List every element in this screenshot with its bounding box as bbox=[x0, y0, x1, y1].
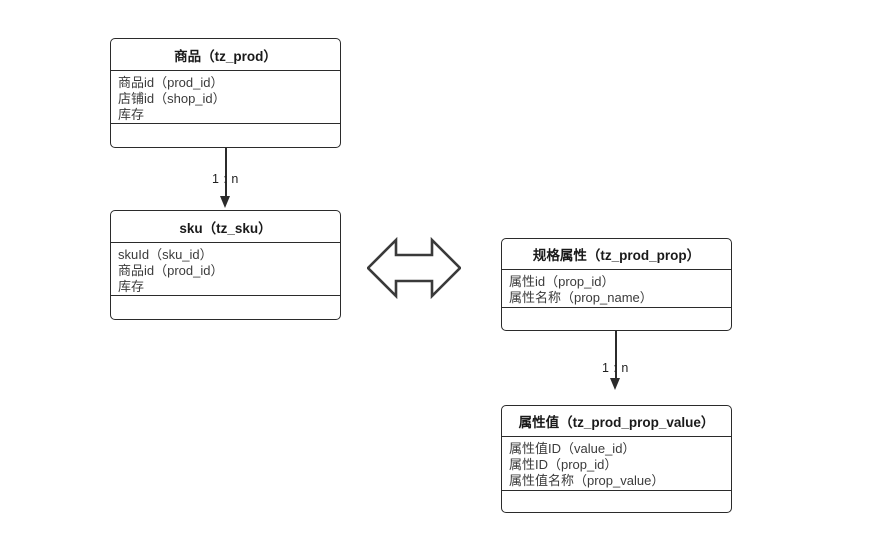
entity-attribute: 属性值ID（value_id） bbox=[509, 441, 636, 456]
relation-label-prop-to-propvalue: 1 : n bbox=[602, 361, 629, 375]
entity-attribute: skuId（sku_id） bbox=[118, 247, 213, 262]
entity-footer-tz-prod-prop bbox=[502, 308, 731, 330]
entity-attribute: 店铺id（shop_id） bbox=[118, 91, 226, 107]
entity-attribute: 属性ID（prop_id） bbox=[509, 457, 618, 473]
entity-title-tz-prod-prop-value: 属性值（tz_prod_prop_value） bbox=[502, 406, 731, 437]
entity-attributes-tz-prod-prop-value: 属性值ID（value_id） 属性ID（prop_id） 属性值名称（prop… bbox=[502, 437, 731, 491]
entity-attribute: 库存 bbox=[118, 107, 145, 123]
entity-title-tz-prod-prop: 规格属性（tz_prod_prop） bbox=[502, 239, 731, 270]
entity-attribute: 属性值名称（prop_value） bbox=[509, 473, 665, 489]
entity-box-tz-prod[interactable]: 商品（tz_prod） 商品id（prod_id） 店铺id（shop_id） … bbox=[110, 38, 341, 148]
entity-attribute: 属性id（prop_id） bbox=[509, 274, 615, 289]
relation-arrowhead-prod-to-sku bbox=[220, 196, 231, 208]
entity-footer-tz-prod bbox=[111, 124, 340, 146]
entity-attributes-tz-sku: skuId（sku_id） 商品id（prod_id） 库存 bbox=[111, 243, 340, 296]
bidirectional-arrow-icon bbox=[366, 236, 462, 300]
entity-attribute: 商品id（prod_id） bbox=[118, 75, 224, 90]
entity-attributes-tz-prod-prop: 属性id（prop_id） 属性名称（prop_name） bbox=[502, 270, 731, 308]
entity-footer-tz-sku bbox=[111, 296, 340, 318]
entity-box-tz-prod-prop[interactable]: 规格属性（tz_prod_prop） 属性id（prop_id） 属性名称（pr… bbox=[501, 238, 732, 331]
entity-attribute: 库存 bbox=[118, 279, 145, 295]
entity-attributes-tz-prod: 商品id（prod_id） 店铺id（shop_id） 库存 bbox=[111, 71, 340, 124]
entity-attribute: 商品id（prod_id） bbox=[118, 263, 224, 279]
entity-box-tz-prod-prop-value[interactable]: 属性值（tz_prod_prop_value） 属性值ID（value_id） … bbox=[501, 405, 732, 513]
relation-label-prod-to-sku: 1 : n bbox=[212, 172, 239, 186]
entity-title-tz-sku: sku（tz_sku） bbox=[111, 211, 340, 243]
relation-arrowhead-prop-to-propvalue bbox=[610, 378, 621, 390]
relation-line-prop-to-propvalue bbox=[615, 331, 617, 379]
entity-footer-tz-prod-prop-value bbox=[502, 491, 731, 512]
relation-line-prod-to-sku bbox=[225, 148, 227, 197]
entity-attribute: 属性名称（prop_name） bbox=[509, 290, 653, 306]
entity-box-tz-sku[interactable]: sku（tz_sku） skuId（sku_id） 商品id（prod_id） … bbox=[110, 210, 341, 320]
entity-title-tz-prod: 商品（tz_prod） bbox=[111, 39, 340, 71]
